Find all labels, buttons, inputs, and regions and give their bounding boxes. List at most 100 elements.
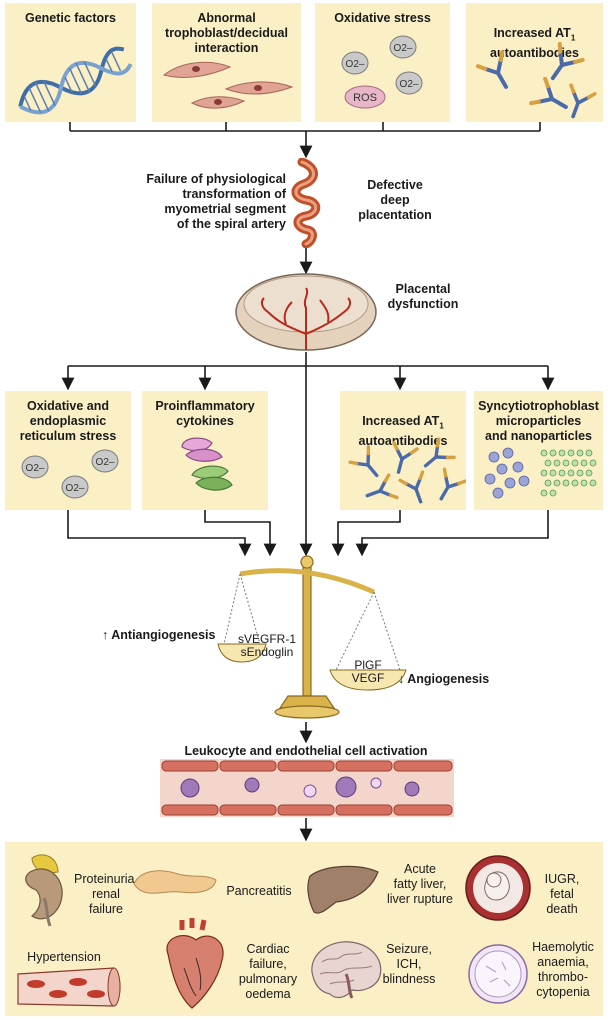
antibody-glyph — [392, 441, 419, 474]
microparticle — [512, 461, 524, 473]
brain-icon — [311, 941, 382, 999]
microparticles-icon — [484, 447, 597, 499]
antibody-icon — [348, 437, 466, 504]
antibody-glyph — [439, 467, 466, 501]
antibody-glyph — [475, 50, 508, 89]
microparticle — [492, 487, 504, 499]
nanoparticle — [576, 469, 584, 477]
cytokine-icon — [181, 437, 233, 491]
nanoparticle — [571, 459, 579, 467]
nanoparticle — [553, 479, 561, 487]
balance-scale-icon — [217, 555, 407, 719]
proinflammatory-cytokines-box: Proinflammatory cytokines — [142, 391, 268, 510]
activation-label: Leukocyte and endothelial cell activatio… — [184, 744, 428, 758]
box-title: Abnormal trophoblast/decidual interactio… — [165, 11, 288, 55]
microparticle — [518, 475, 530, 487]
box-title: Oxidative stress — [334, 11, 431, 25]
left-pan-label-1: sVEGFR-1 — [237, 632, 296, 646]
antibody-glyph — [398, 470, 425, 504]
nanoparticle — [576, 449, 584, 457]
box-title: Syncytiotrophoblast microparticles and n… — [478, 399, 599, 443]
nanoparticle — [540, 449, 548, 457]
outcome-neuro-label: Seizure, ICH, blindness — [382, 942, 436, 986]
fetus-icon — [465, 855, 531, 921]
outcome-renal-label: Proteinuria, renal failure — [74, 872, 138, 916]
left-pan-label-2: sEndoglin — [240, 645, 294, 659]
nanoparticle — [540, 489, 548, 497]
svg-text:O2–: O2– — [66, 483, 85, 494]
box-title: Oxidative and endoplasmic reticulum stre… — [19, 399, 117, 443]
abnormal-trophoblast-box: Abnormal trophoblast/decidual interactio… — [152, 3, 301, 122]
o2-molecules-icon: O2– O2– O2– — [21, 449, 119, 499]
nanoparticle — [589, 479, 597, 487]
box-title: Proinflammatory cytokines — [155, 399, 255, 428]
nanoparticle — [562, 479, 570, 487]
placental-dysfunction-label: Placental dysfunction — [387, 282, 459, 311]
ros-ellipse — [344, 85, 386, 109]
outcome-haemolytic-label: Haemolytic anaemia, thrombo- cytopenia — [532, 940, 594, 999]
microparticles-box: Syncytiotrophoblast microparticles and n… — [474, 391, 603, 510]
trophoblast-cells-icon — [162, 61, 294, 109]
antibody-glyph — [529, 76, 568, 109]
genetic-factors-box: Genetic factors — [5, 3, 136, 122]
nanoparticle — [580, 479, 588, 487]
svg-text:ROS: ROS — [353, 92, 377, 104]
nanoparticle — [558, 449, 566, 457]
outcome-fetal-label: IUGR, fetal death — [544, 872, 580, 916]
defective-placentation-label: Defective deep placentation — [358, 178, 432, 222]
microparticle — [496, 463, 508, 475]
nanoparticle — [544, 479, 552, 487]
placenta-icon — [235, 273, 377, 351]
outcome-hypertension-label: Hypertension — [27, 950, 101, 964]
nanoparticle — [553, 459, 561, 467]
microparticle — [484, 473, 496, 485]
vessel-icon — [17, 967, 121, 1007]
box-title: Genetic factors — [24, 11, 116, 25]
right-pan-label-1: PlGF — [354, 658, 382, 672]
oxidative-molecules-icon: O2– O2– O2– ROS — [341, 35, 423, 109]
nanoparticle — [558, 469, 566, 477]
blood-cell-icon — [468, 944, 528, 1004]
antibody-glyph — [348, 445, 379, 478]
blood-vessel-icon — [160, 759, 454, 817]
nanoparticle — [585, 449, 593, 457]
nanoparticle — [549, 489, 557, 497]
pancreas-icon — [133, 870, 217, 894]
svg-text:O2–: O2– — [96, 457, 115, 468]
heart-icon — [166, 918, 224, 1009]
spiral-artery-icon — [291, 158, 321, 248]
nanoparticle — [549, 469, 557, 477]
svg-text:O2–: O2– — [26, 463, 45, 474]
nanoparticle — [571, 479, 579, 487]
angiogenesis-label: ↓ Angiogenesis — [398, 672, 490, 686]
nanoparticle — [540, 469, 548, 477]
nanoparticle — [567, 449, 575, 457]
antibody-icon — [475, 41, 597, 119]
svg-text:O2–: O2– — [400, 79, 419, 90]
antibody-glyph — [569, 83, 597, 119]
kidney-icon — [25, 854, 63, 927]
dna-icon — [18, 46, 133, 115]
nanoparticle — [549, 449, 557, 457]
nanoparticle — [580, 459, 588, 467]
antiangiogenesis-label: ↑ Antiangiogenesis — [102, 628, 216, 642]
oxidative-stress-box: Oxidative stress O2– O2– O2– ROS — [315, 3, 450, 122]
antibody-glyph — [550, 41, 585, 81]
spiral-failure-label: Failure of physiological transformation … — [146, 172, 286, 231]
microparticle — [502, 447, 514, 459]
oxidative-er-stress-box: Oxidative and endoplasmic reticulum stre… — [5, 391, 131, 510]
svg-text:O2–: O2– — [346, 59, 365, 70]
microparticle — [488, 451, 500, 463]
antibody-glyph — [423, 437, 456, 468]
nanoparticle — [562, 459, 570, 467]
outcome-pancreatitis-label: Pancreatitis — [226, 884, 292, 898]
nanoparticle — [589, 459, 597, 467]
nanoparticle — [585, 469, 593, 477]
outcome-liver-label: Acute fatty liver, liver rupture — [387, 862, 453, 906]
liver-icon — [307, 865, 379, 914]
antibody-glyph — [365, 473, 399, 500]
